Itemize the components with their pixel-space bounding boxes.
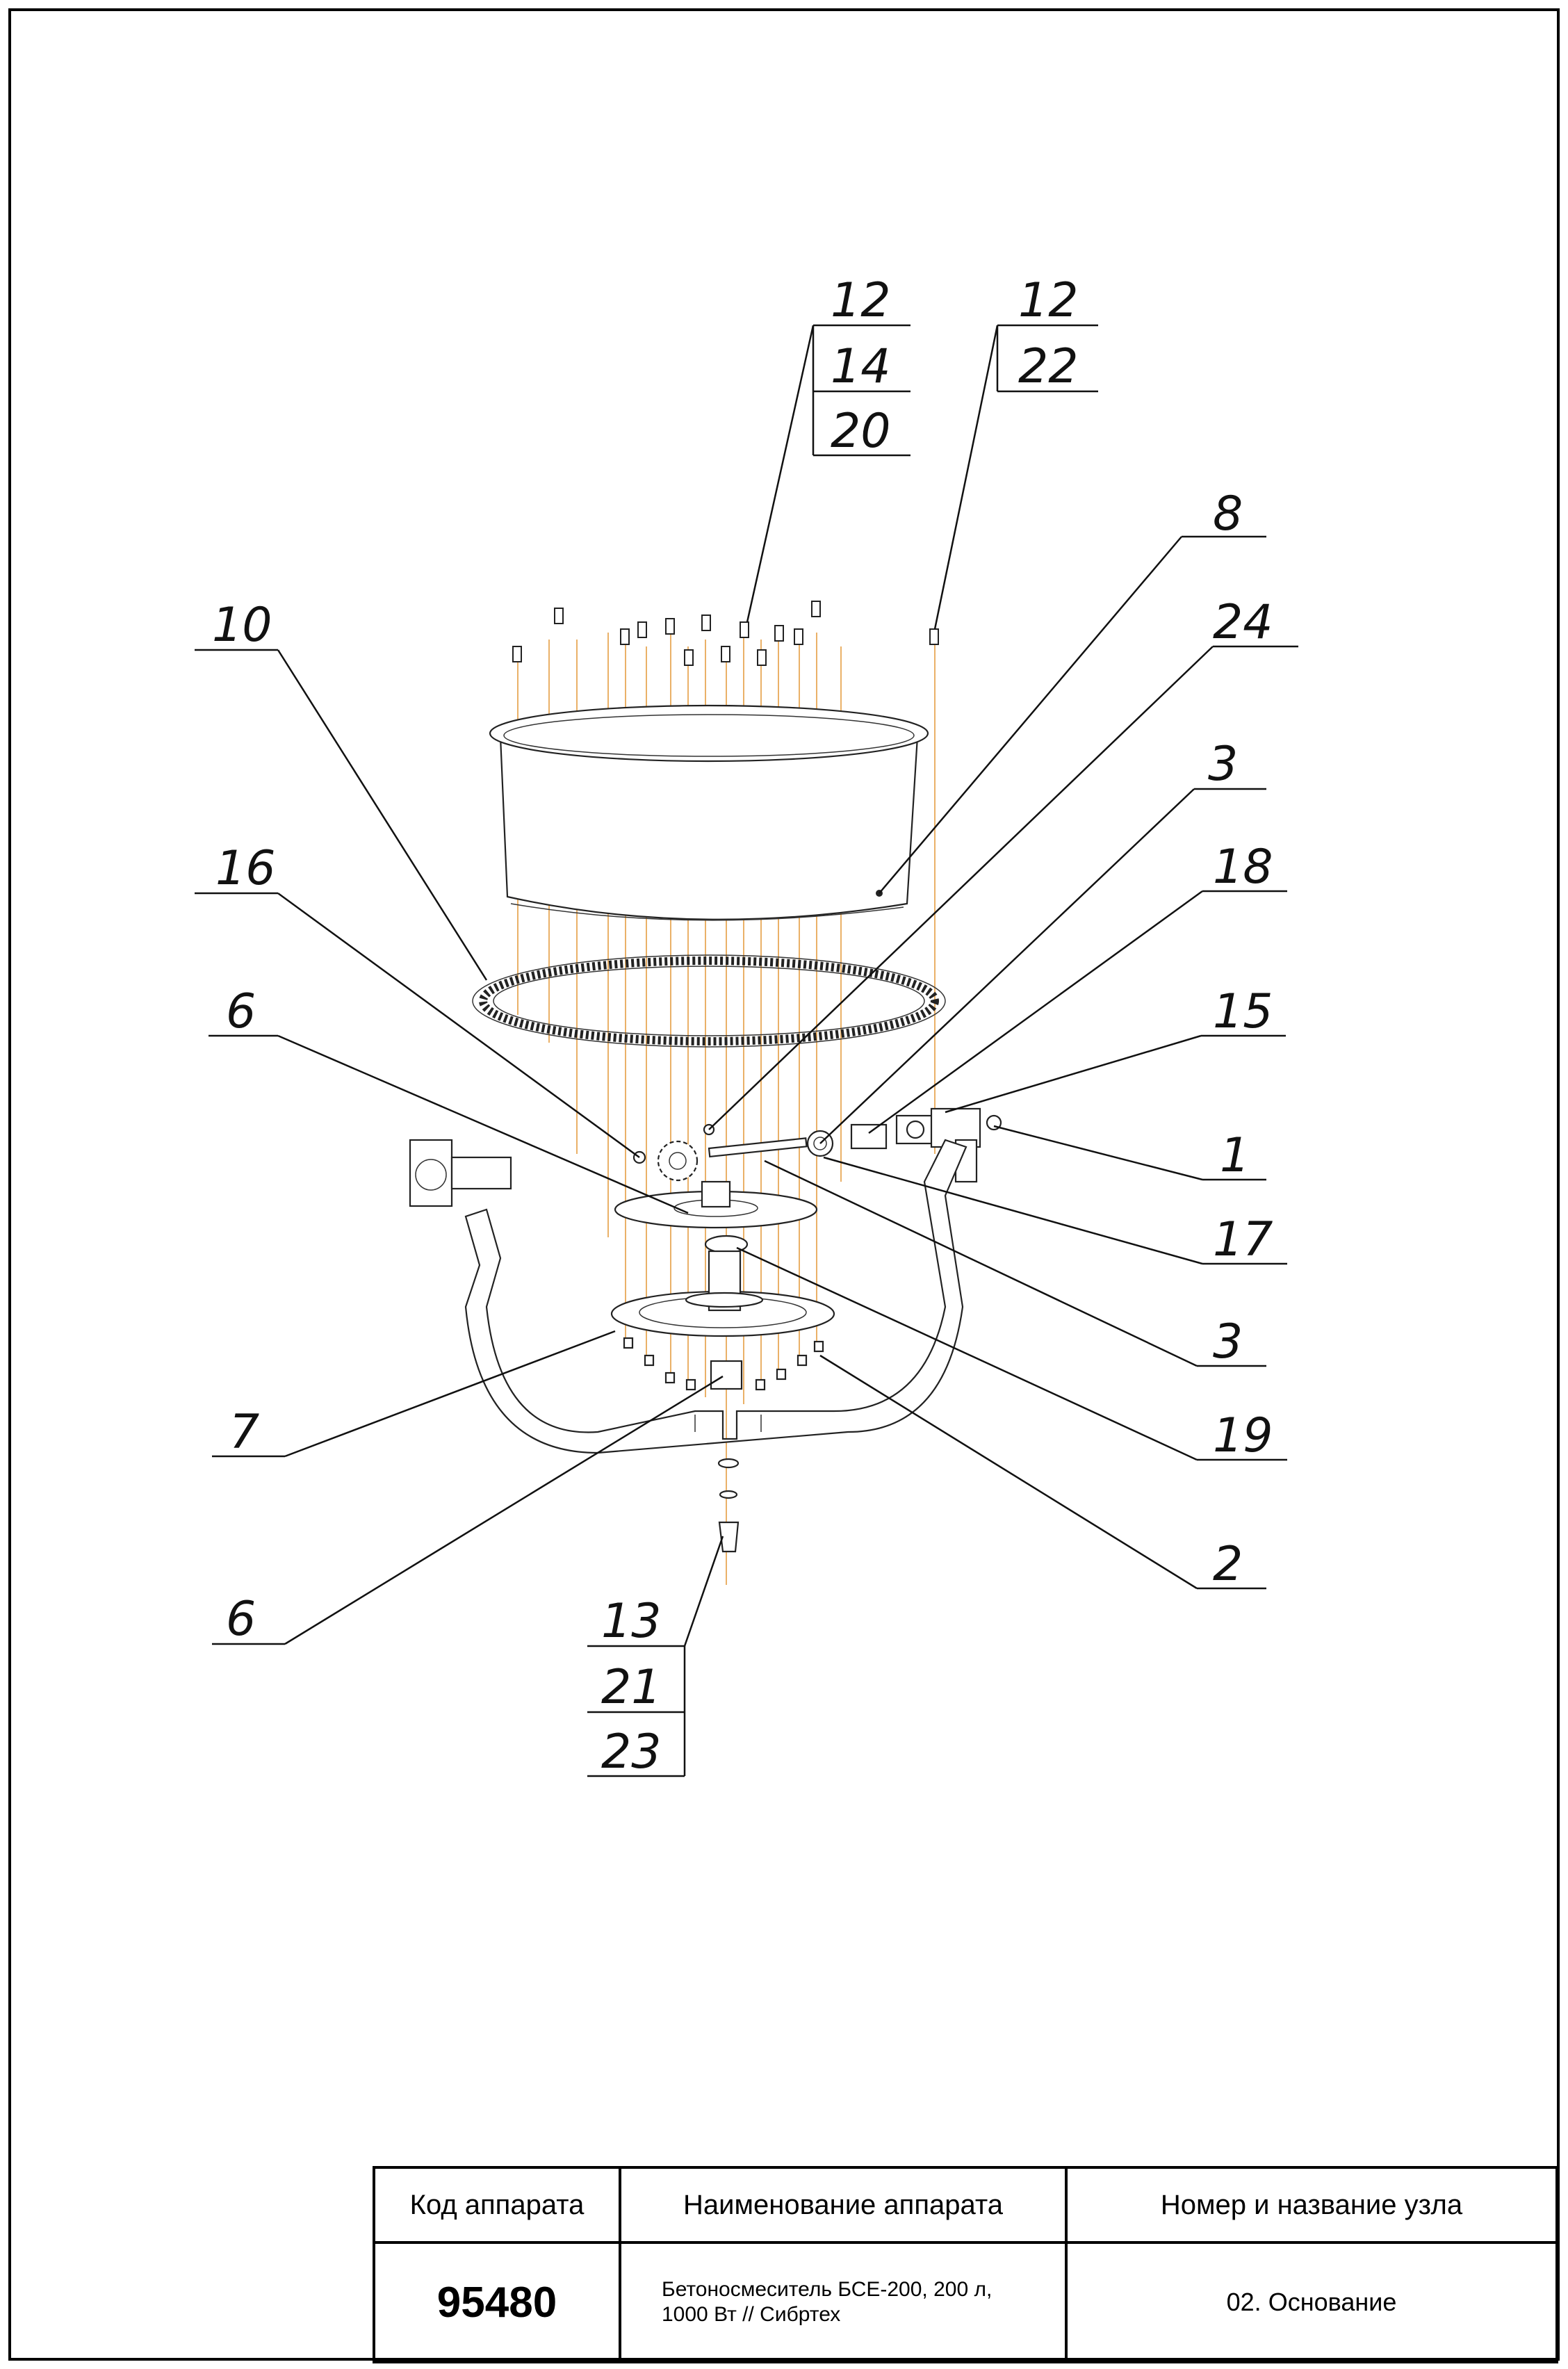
callout-label-8: 8 — [1213, 487, 1243, 542]
callout-label-3a: 3 — [1208, 737, 1238, 792]
name-header: Наименование аппарата — [621, 2169, 1068, 2244]
callout-label-23: 23 — [601, 1725, 662, 1780]
base-plate — [610, 1250, 835, 1337]
callout-24: 24 — [708, 595, 1298, 1130]
callout-8: 8 — [879, 487, 1266, 894]
callout-label-1: 1 — [1220, 1128, 1250, 1183]
node-header: Номер и название узла — [1068, 2169, 1555, 2244]
ring-gear — [472, 954, 946, 1048]
code-header: Код аппарата — [375, 2169, 621, 2244]
callout-label-21: 21 — [601, 1660, 662, 1715]
callout-3-lower: 3 — [764, 1159, 1266, 1369]
callout-label-19: 19 — [1213, 1408, 1273, 1463]
callout-19: 19 — [736, 1246, 1287, 1463]
bottom-fasteners — [717, 1458, 740, 1553]
base-frame — [409, 1139, 967, 1454]
callout-12-22: 12 22 — [933, 273, 1098, 630]
callout-1: 1 — [993, 1125, 1266, 1183]
callout-label-10: 10 — [212, 598, 272, 653]
callout-label-24: 24 — [1213, 595, 1273, 650]
callout-label-22: 22 — [1018, 339, 1079, 394]
callout-2: 2 — [819, 1354, 1266, 1592]
callout-label-17: 17 — [1213, 1212, 1273, 1267]
callout-label-15: 15 — [1213, 984, 1273, 1039]
callout-label-18: 18 — [1213, 840, 1273, 895]
code-value: 95480 — [375, 2244, 621, 2361]
callout-15: 15 — [945, 984, 1286, 1114]
node-value: 02. Основание — [1226, 2288, 1397, 2316]
callout-6-upper: 6 — [209, 984, 689, 1214]
callout-label-16: 16 — [215, 841, 276, 896]
callout-label-14: 14 — [831, 339, 891, 394]
callout-label-6b: 6 — [226, 1592, 256, 1647]
callout-3-upper: 3 — [819, 737, 1266, 1144]
drum-bolts — [512, 601, 939, 666]
bearing-plate — [614, 1180, 818, 1229]
callout-label-20: 20 — [831, 404, 891, 459]
callout-7: 7 — [212, 1330, 616, 1460]
drawing-frame — [8, 8, 1560, 2361]
title-block: Код аппарата Наименование аппарата Номер… — [373, 2166, 1558, 2363]
callout-10: 10 — [195, 598, 488, 981]
callout-18: 18 — [868, 840, 1287, 1134]
callout-label-13: 13 — [601, 1594, 662, 1649]
callout-12-14-20: 12 14 20 — [746, 273, 910, 623]
callout-label-6a: 6 — [226, 984, 256, 1039]
base-fasteners — [623, 1337, 824, 1391]
callout-label-12b: 12 — [1018, 273, 1079, 328]
callout-label-3b: 3 — [1213, 1314, 1243, 1369]
callout-label-7: 7 — [229, 1405, 259, 1460]
callout-6-lower: 6 — [212, 1375, 724, 1647]
name-value: Бетоносмеситель БСЕ-200, 200 л, 1000 Вт … — [621, 2244, 1068, 2361]
callout-label-2: 2 — [1213, 1537, 1243, 1592]
drum-bowl — [489, 704, 929, 921]
callout-13-21-23: 13 21 23 — [587, 1536, 724, 1780]
callout-16: 16 — [195, 841, 640, 1159]
callout-label-12a: 12 — [831, 273, 891, 328]
callout-17: 17 — [823, 1156, 1287, 1267]
